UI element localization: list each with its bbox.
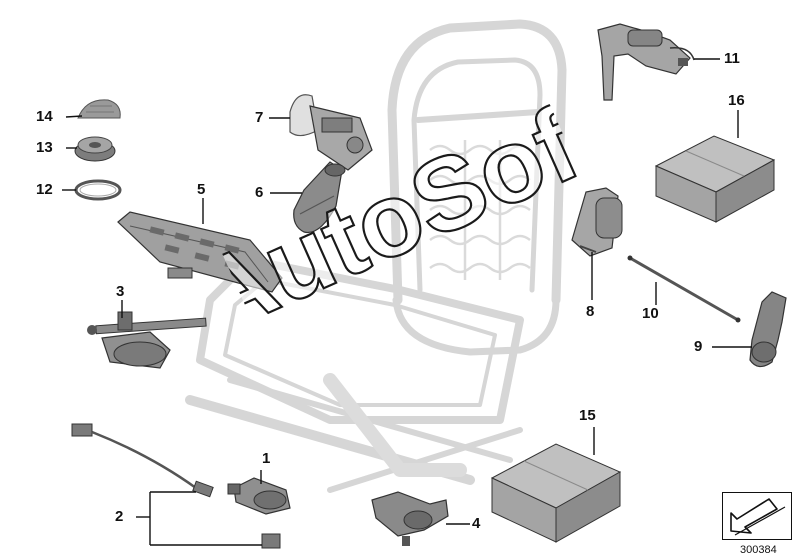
part-3-motor[interactable] (87, 311, 207, 369)
part-4-actuator[interactable] (371, 491, 449, 546)
part-2-cable[interactable] (71, 423, 281, 549)
part-12-ring[interactable] (74, 179, 122, 201)
callout-1[interactable]: 1 (262, 450, 271, 467)
navigation-arrow-box[interactable] (722, 492, 792, 540)
part-14-pad[interactable] (77, 99, 121, 119)
part-5-seat-plate[interactable] (117, 211, 283, 293)
part-7-bracket[interactable] (289, 94, 373, 171)
part-10-rod[interactable] (627, 255, 741, 323)
callout-14[interactable]: 14 (36, 108, 53, 125)
callout-12[interactable]: 12 (36, 181, 53, 198)
callout-3[interactable]: 3 (116, 283, 125, 300)
callout-5[interactable]: 5 (197, 181, 206, 198)
callout-9[interactable]: 9 (694, 338, 703, 355)
part-15-box[interactable] (490, 443, 622, 543)
callout-13[interactable]: 13 (36, 139, 53, 156)
callout-8[interactable]: 8 (586, 303, 595, 320)
diagram-number: 300384 (740, 544, 777, 556)
part-1-motor[interactable] (227, 477, 291, 515)
callout-11[interactable]: 11 (724, 50, 740, 67)
callout-4[interactable]: 4 (472, 515, 481, 532)
part-6-motor[interactable] (293, 161, 346, 234)
backrest-springs (429, 140, 531, 280)
callout-15[interactable]: 15 (579, 407, 596, 424)
callout-10[interactable]: 10 (642, 305, 659, 322)
callout-7[interactable]: 7 (255, 109, 264, 126)
part-13-knob[interactable] (74, 136, 116, 162)
leader-lines (62, 58, 752, 546)
part-11-actuator[interactable] (597, 23, 695, 101)
part-16-box[interactable] (654, 135, 776, 223)
callout-6[interactable]: 6 (255, 184, 264, 201)
seat-frame (185, 19, 567, 493)
callout-2[interactable]: 2 (115, 508, 124, 525)
part-9-lever[interactable] (749, 291, 787, 368)
callout-16[interactable]: 16 (728, 92, 745, 109)
part-8-switch[interactable] (571, 187, 623, 257)
arrow-icon (730, 498, 786, 536)
